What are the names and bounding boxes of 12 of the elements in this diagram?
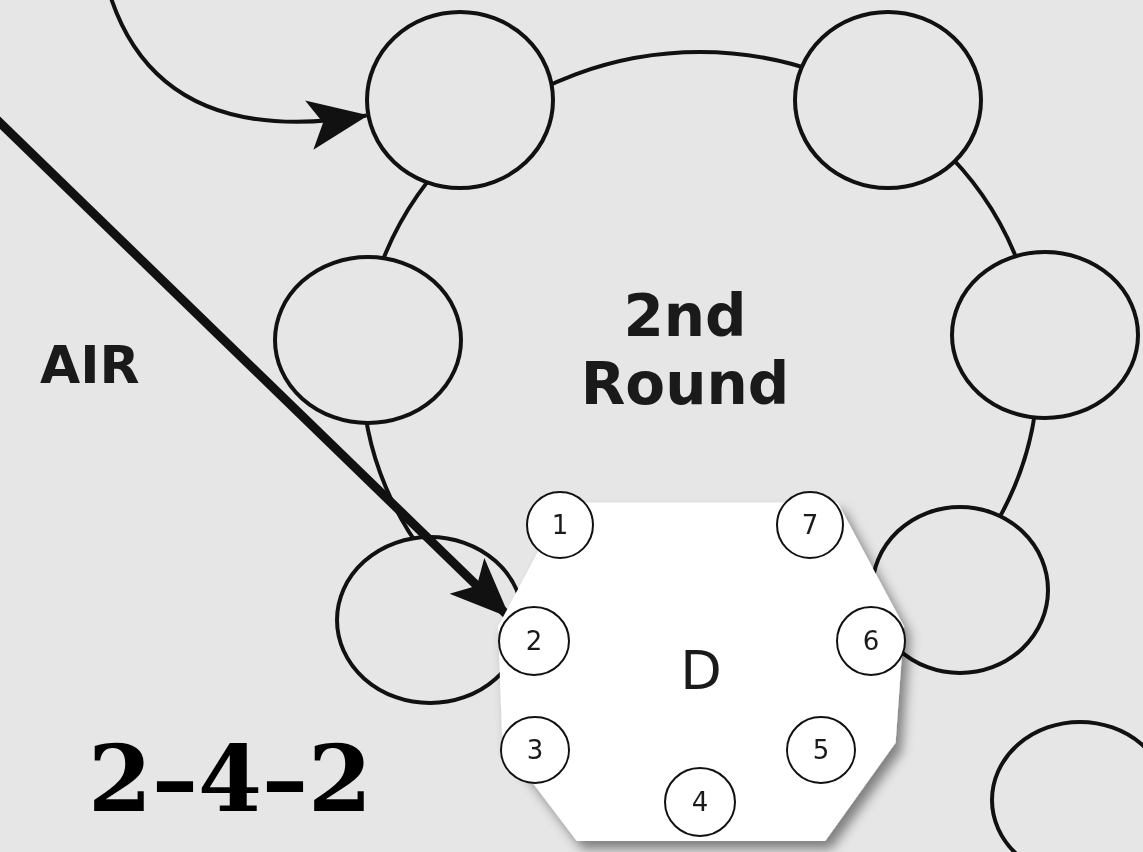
position-number: 1 <box>551 510 569 540</box>
panel-letter: D <box>680 638 722 702</box>
position-number: 4 <box>691 787 709 817</box>
position-number: 7 <box>801 510 819 540</box>
position-number: 6 <box>862 626 880 656</box>
formation-label: 2–4–2 <box>88 725 373 833</box>
round-label: 2nd Round <box>579 281 791 419</box>
air-label: AIR <box>40 335 140 395</box>
position-number: 5 <box>812 735 830 765</box>
position-number: 3 <box>526 735 544 765</box>
arrow <box>108 0 369 148</box>
position-number: 2 <box>525 626 543 656</box>
